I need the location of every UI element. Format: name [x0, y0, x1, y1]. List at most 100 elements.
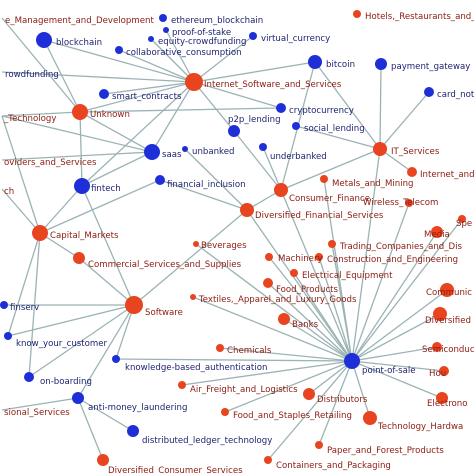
- node-foodstaples[interactable]: [221, 408, 229, 416]
- node-spe[interactable]: [458, 215, 466, 223]
- node-chemicals[interactable]: [216, 344, 224, 352]
- node-blockchain[interactable]: [36, 32, 52, 48]
- node-commserv[interactable]: [73, 252, 85, 264]
- node-cardnot[interactable]: [424, 87, 434, 97]
- node-capmkt[interactable]: [32, 225, 48, 241]
- node-electrical[interactable]: [290, 269, 298, 277]
- node-finserv[interactable]: [0, 301, 8, 309]
- node-kba[interactable]: [112, 355, 120, 363]
- node-paygw[interactable]: [375, 58, 387, 70]
- edge-blockchain-unknown: [43, 39, 81, 113]
- edge-pointofsale-food: [267, 282, 353, 362]
- node-metals[interactable]: [320, 175, 328, 183]
- node-wireless[interactable]: [405, 199, 413, 207]
- edge-pointofsale-hou: [351, 360, 445, 372]
- node-electrono[interactable]: [436, 392, 448, 404]
- edge-eq_crowd-isw: [150, 38, 195, 83]
- node-ethereum[interactable]: [159, 14, 167, 22]
- node-dlt[interactable]: [127, 425, 139, 437]
- edge-layer: [1, 17, 463, 461]
- node-label-eq-crowd: equity-crowdfunding: [158, 37, 246, 47]
- node-label-electrical: Electrical_Equipment: [302, 271, 393, 281]
- node-fintech[interactable]: [74, 178, 90, 194]
- edge-pointofsale-wireless: [351, 202, 410, 362]
- edge-pointofsale-consfin: [280, 189, 353, 362]
- edge-pointofsale-paper: [318, 360, 353, 446]
- node-label-beverages: Beverages: [201, 241, 247, 251]
- node-label-consfin: Consumer_Finance: [289, 194, 370, 204]
- edge-pointofsale-banks: [283, 318, 353, 362]
- node-virtual[interactable]: [249, 32, 257, 40]
- node-label-finserv: finserv: [10, 303, 39, 313]
- node-social[interactable]: [292, 122, 300, 130]
- node-label-bitcoin: bitcoin: [326, 60, 355, 70]
- edge-pointofsale-techhw: [351, 360, 371, 419]
- edge-software-kba: [115, 304, 135, 360]
- edge-software-kyc: [7, 304, 135, 337]
- node-label-distributors: Distributors: [317, 395, 368, 405]
- node-divfin[interactable]: [240, 203, 254, 217]
- edge-aml-sional: [1, 397, 79, 411]
- node-pointofsale[interactable]: [344, 353, 360, 369]
- node-food[interactable]: [263, 278, 273, 288]
- edge-cardnot-itserv: [379, 91, 430, 150]
- node-pos-stake[interactable]: [163, 27, 169, 33]
- edge-pointofsale-kba: [115, 358, 353, 362]
- node-trading[interactable]: [328, 240, 336, 248]
- node-kyc[interactable]: [4, 332, 12, 340]
- node-divcons[interactable]: [97, 454, 109, 466]
- edge-aml-dlt: [77, 397, 134, 432]
- node-onboarding[interactable]: [24, 372, 34, 382]
- node-media[interactable]: [431, 226, 443, 238]
- node-banks[interactable]: [278, 313, 290, 325]
- node-hotels[interactable]: [353, 10, 361, 18]
- edge-kyc-capmkt: [7, 232, 41, 337]
- node-underbanked[interactable]: [259, 143, 267, 151]
- edge-saas-providers: [1, 151, 153, 161]
- node-diversified[interactable]: [433, 307, 447, 321]
- node-bitcoin[interactable]: [308, 55, 322, 69]
- node-semicon[interactable]: [432, 342, 442, 352]
- node-label-sional: sional_Services: [4, 408, 70, 418]
- node-hou[interactable]: [439, 366, 449, 376]
- node-inetand[interactable]: [407, 167, 417, 177]
- node-distributors[interactable]: [303, 388, 315, 400]
- edge-pointofsale-chemicals: [219, 347, 353, 362]
- node-consfin[interactable]: [274, 183, 288, 197]
- node-textiles[interactable]: [190, 294, 196, 300]
- edge-software-aml: [77, 304, 135, 399]
- node-unbanked[interactable]: [182, 146, 188, 152]
- edge-aml-divcons: [77, 397, 104, 461]
- node-construction[interactable]: [315, 253, 323, 261]
- node-techhw[interactable]: [363, 411, 377, 425]
- node-aml[interactable]: [72, 392, 84, 404]
- node-crypto[interactable]: [276, 103, 286, 113]
- edge-blockchain-isw: [43, 39, 195, 83]
- node-itserv[interactable]: [373, 142, 387, 156]
- node-airfreight[interactable]: [178, 381, 186, 389]
- node-p2p[interactable]: [228, 125, 240, 137]
- edge-software-divfin: [133, 209, 248, 306]
- node-collab[interactable]: [115, 46, 123, 54]
- node-label-crowdfunding: rowdfunding: [5, 70, 59, 80]
- node-machinery[interactable]: [265, 253, 273, 261]
- node-smart[interactable]: [99, 89, 109, 99]
- node-isw[interactable]: [185, 73, 203, 91]
- node-label-media: Media: [424, 230, 450, 240]
- node-beverages[interactable]: [193, 241, 199, 247]
- node-label-semicon: Semiconduc: [422, 345, 474, 355]
- node-fininc[interactable]: [155, 175, 165, 185]
- node-unknown[interactable]: [72, 104, 88, 120]
- node-paper[interactable]: [315, 441, 323, 449]
- node-label-food: Food_Products: [276, 285, 339, 295]
- edge-pointofsale-media: [351, 231, 438, 362]
- node-software[interactable]: [125, 296, 143, 314]
- node-containers[interactable]: [264, 456, 272, 464]
- node-eq-crowd[interactable]: [148, 36, 154, 42]
- node-communic[interactable]: [440, 283, 454, 297]
- edge-pointofsale-containers: [267, 360, 353, 461]
- node-saas[interactable]: [144, 144, 160, 160]
- edge-pointofsale-distributors: [308, 360, 353, 395]
